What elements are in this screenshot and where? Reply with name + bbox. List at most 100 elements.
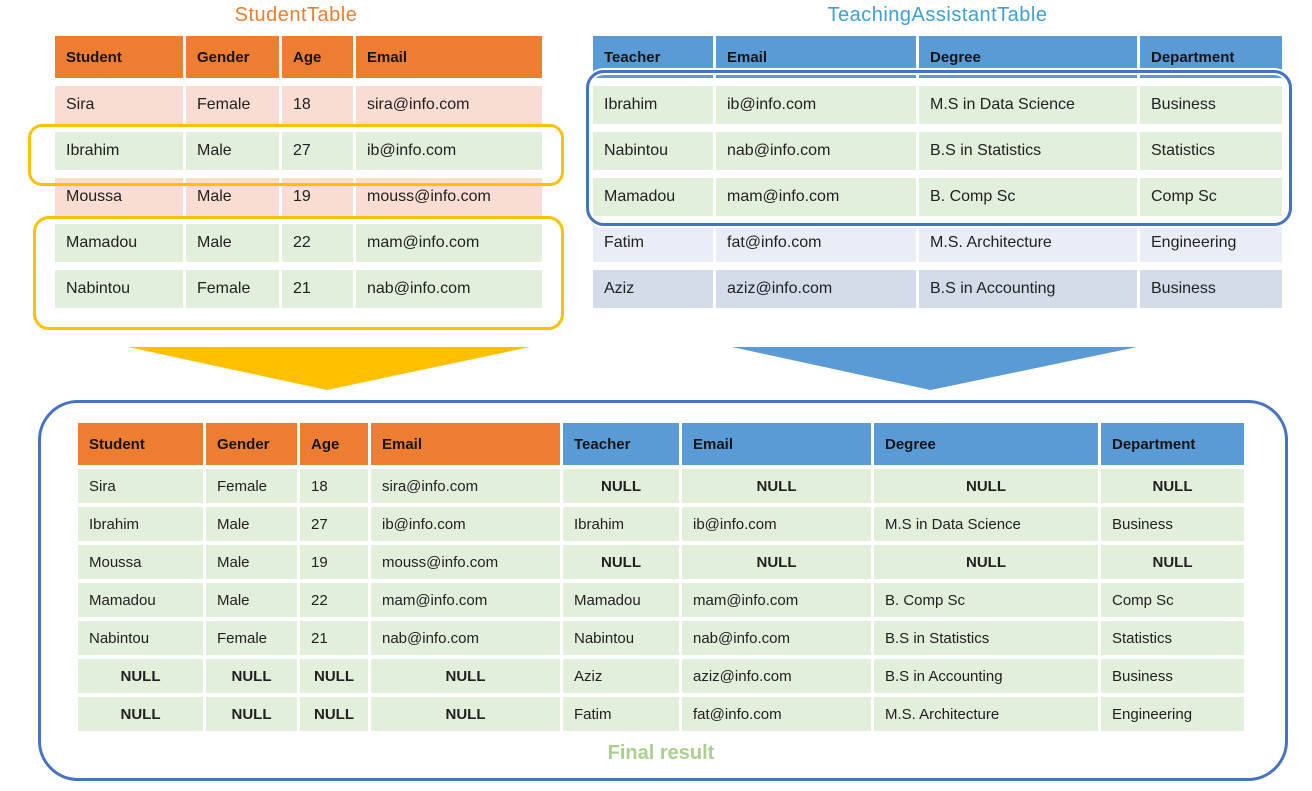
header-cell: Age bbox=[282, 36, 353, 78]
cell: 18 bbox=[300, 469, 368, 503]
cell: Fatim bbox=[593, 224, 713, 262]
cell: NULL bbox=[682, 469, 871, 503]
cell: Aziz bbox=[593, 270, 713, 308]
header-cell: Teacher bbox=[563, 423, 679, 465]
cell: aziz@info.com bbox=[682, 659, 871, 693]
cell: fat@info.com bbox=[682, 697, 871, 731]
header-cell: Degree bbox=[874, 423, 1098, 465]
cell: nab@info.com bbox=[371, 621, 560, 655]
cell: 21 bbox=[282, 270, 353, 308]
header-cell: Gender bbox=[206, 423, 297, 465]
cell: mam@info.com bbox=[682, 583, 871, 617]
cell: 22 bbox=[300, 583, 368, 617]
cell: 18 bbox=[282, 86, 353, 124]
cell: Sira bbox=[78, 469, 203, 503]
cell: NULL bbox=[874, 545, 1098, 579]
cell: nab@info.com bbox=[716, 132, 916, 170]
cell: B.S in Accounting bbox=[919, 270, 1137, 308]
cell: Comp Sc bbox=[1140, 178, 1282, 216]
cell: NULL bbox=[300, 659, 368, 693]
cell: Engineering bbox=[1140, 224, 1282, 262]
cell: Statistics bbox=[1101, 621, 1244, 655]
header-cell: Gender bbox=[186, 36, 279, 78]
down-arrow-icon bbox=[128, 347, 530, 390]
cell: mam@info.com bbox=[716, 178, 916, 216]
cell: 22 bbox=[282, 224, 353, 262]
cell: NULL bbox=[78, 659, 203, 693]
header-cell: Age bbox=[300, 423, 368, 465]
cell: M.S. Architecture bbox=[874, 697, 1098, 731]
teaching-assistant-table-title: TeachingAssistantTable bbox=[827, 4, 1048, 26]
cell: Nabintou bbox=[563, 621, 679, 655]
cell: Male bbox=[206, 507, 297, 541]
cell: Male bbox=[206, 545, 297, 579]
cell: B. Comp Sc bbox=[874, 583, 1098, 617]
cell: NULL bbox=[874, 469, 1098, 503]
cell: Ibrahim bbox=[78, 507, 203, 541]
cell: Male bbox=[186, 224, 279, 262]
cell: Ibrahim bbox=[593, 86, 713, 124]
cell: 21 bbox=[300, 621, 368, 655]
cell: Nabintou bbox=[55, 270, 183, 308]
cell: Female bbox=[186, 270, 279, 308]
cell: M.S. Architecture bbox=[919, 224, 1137, 262]
cell: NULL bbox=[371, 697, 560, 731]
cell: Female bbox=[206, 469, 297, 503]
cell: mam@info.com bbox=[356, 224, 542, 262]
cell: NULL bbox=[563, 545, 679, 579]
cell: Business bbox=[1101, 659, 1244, 693]
cell: Business bbox=[1101, 507, 1244, 541]
cell: B.S in Statistics bbox=[874, 621, 1098, 655]
cell: sira@info.com bbox=[356, 86, 542, 124]
cell: NULL bbox=[1101, 545, 1244, 579]
cell: Business bbox=[1140, 86, 1282, 124]
cell: 19 bbox=[300, 545, 368, 579]
cell: Engineering bbox=[1101, 697, 1244, 731]
cell: ib@info.com bbox=[716, 86, 916, 124]
cell: B.S in Accounting bbox=[874, 659, 1098, 693]
cell: NULL bbox=[300, 697, 368, 731]
cell: Business bbox=[1140, 270, 1282, 308]
header-cell: Email bbox=[371, 423, 560, 465]
cell: B. Comp Sc bbox=[919, 178, 1137, 216]
cell: Ibrahim bbox=[563, 507, 679, 541]
final-result-caption: Final result bbox=[607, 742, 715, 764]
cell: NULL bbox=[206, 697, 297, 731]
yellow-highlight-ibrahim-row bbox=[28, 124, 564, 186]
cell: sira@info.com bbox=[371, 469, 560, 503]
cell: nab@info.com bbox=[682, 621, 871, 655]
cell: Ibrahim bbox=[55, 132, 183, 170]
cell: nab@info.com bbox=[356, 270, 542, 308]
student-table-title: StudentTable bbox=[234, 4, 358, 26]
cell: 27 bbox=[300, 507, 368, 541]
cell: Moussa bbox=[78, 545, 203, 579]
cell: NULL bbox=[682, 545, 871, 579]
cell: aziz@info.com bbox=[716, 270, 916, 308]
header-cell: Department bbox=[1101, 423, 1244, 465]
cell: NULL bbox=[371, 659, 560, 693]
cell: mouss@info.com bbox=[371, 545, 560, 579]
cell: Fatim bbox=[563, 697, 679, 731]
header-cell: Student bbox=[55, 36, 183, 78]
cell: Comp Sc bbox=[1101, 583, 1244, 617]
cell: 27 bbox=[282, 132, 353, 170]
cell: M.S in Data Science bbox=[919, 86, 1137, 124]
cell: mam@info.com bbox=[371, 583, 560, 617]
cell: Statistics bbox=[1140, 132, 1282, 170]
cell: Nabintou bbox=[78, 621, 203, 655]
final-result-container bbox=[38, 400, 1288, 781]
yellow-highlight-mamadou-nabintou-rows bbox=[33, 216, 564, 330]
cell: Sira bbox=[55, 86, 183, 124]
cell: ib@info.com bbox=[682, 507, 871, 541]
cell: NULL bbox=[563, 469, 679, 503]
cell: NULL bbox=[206, 659, 297, 693]
cell: ib@info.com bbox=[356, 132, 542, 170]
header-cell: Student bbox=[78, 423, 203, 465]
cell: B.S in Statistics bbox=[919, 132, 1137, 170]
cell: NULL bbox=[1101, 469, 1244, 503]
cell: Mamadou bbox=[593, 178, 713, 216]
cell: Aziz bbox=[563, 659, 679, 693]
